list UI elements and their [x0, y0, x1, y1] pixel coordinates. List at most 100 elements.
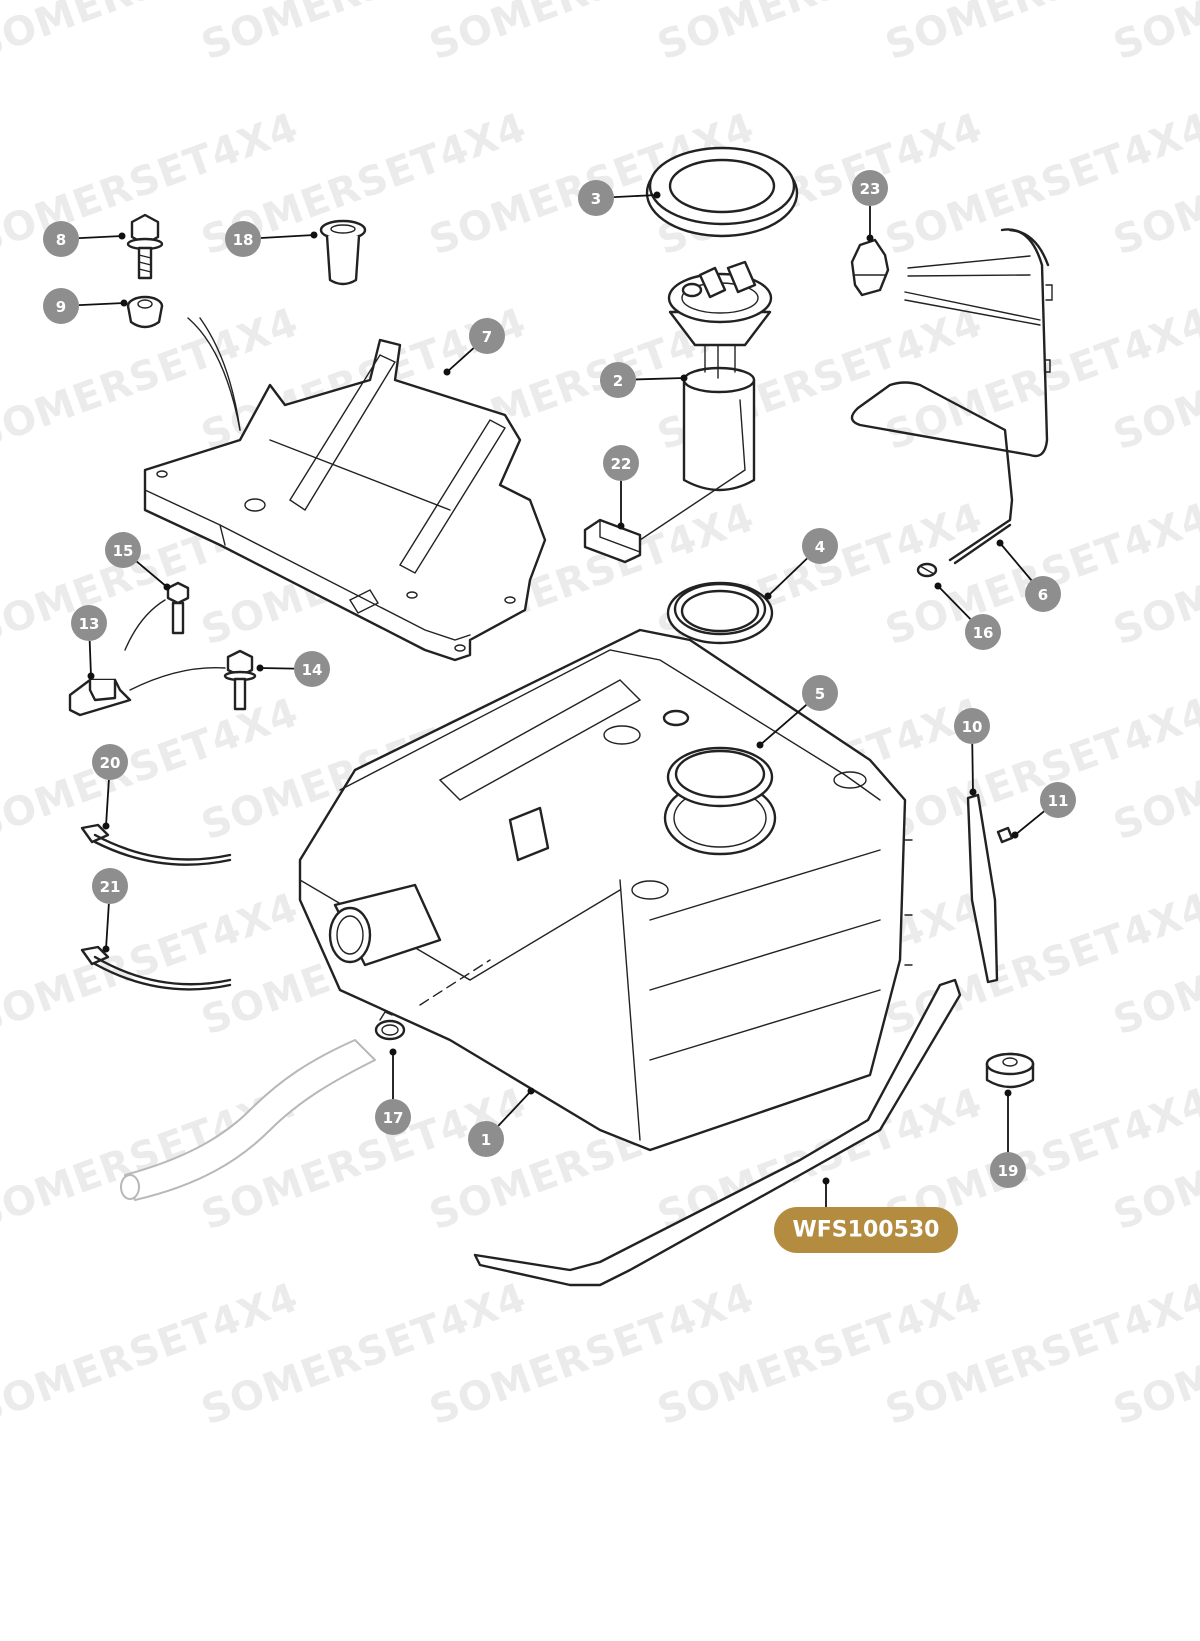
- callout-anchor-dot: [653, 191, 661, 199]
- cable-tie-20: [80, 823, 232, 866]
- callout-badge: [1025, 576, 1061, 612]
- callout-badge: [603, 445, 639, 481]
- callout-badge: [578, 180, 614, 216]
- bolt-14: [223, 649, 257, 711]
- cable-tie-21: [80, 945, 232, 991]
- callout-anchor-dot: [866, 234, 874, 242]
- callout-number: 7: [482, 328, 492, 346]
- callout-leader-line: [105, 779, 110, 827]
- callout-number: 2: [613, 372, 623, 390]
- callout-number: 14: [302, 661, 323, 679]
- sender-float-22: [583, 518, 642, 564]
- tank-strap-lower: [473, 978, 962, 1287]
- callout-leader-line: [259, 667, 295, 670]
- clip-11: [996, 826, 1014, 844]
- callout-5: 5: [756, 675, 838, 749]
- callout-badge: [375, 1099, 411, 1135]
- callout-2: 2: [600, 362, 688, 398]
- callout-9: 9: [43, 288, 128, 324]
- callout-23: 23: [852, 170, 888, 242]
- grommet-18: [319, 219, 367, 286]
- callout-11: 11: [1011, 782, 1076, 839]
- callout-7: 7: [443, 318, 505, 376]
- watermark-text: SOMERSET4X4: [1108, 0, 1200, 69]
- callout-number: 20: [100, 754, 121, 772]
- callout-number: 11: [1048, 792, 1069, 810]
- callout-number: 15: [113, 542, 134, 560]
- callout-anchor-dot: [310, 231, 318, 239]
- callout-1: 1: [468, 1087, 535, 1157]
- callout-14: 14: [256, 651, 330, 687]
- callout-badge: [92, 868, 128, 904]
- reference-code-text: WFS100530: [793, 1218, 940, 1243]
- callout-leader-line: [260, 234, 315, 239]
- callout-number: 5: [815, 685, 825, 703]
- nut-insert-9: [126, 295, 241, 431]
- vent-pipe-6: [850, 228, 1053, 565]
- callout-16: 16: [934, 582, 1001, 650]
- callout-anchor-dot: [1011, 831, 1019, 839]
- callout-number: 17: [383, 1109, 404, 1127]
- filler-hose-end: [120, 1174, 140, 1200]
- callout-anchor-dot: [764, 592, 772, 600]
- callout-19: 19: [990, 1089, 1026, 1188]
- callout-8: 8: [43, 221, 126, 257]
- callout-leader-line: [971, 743, 974, 793]
- callout-leader-line: [105, 903, 110, 950]
- callout-22: 22: [603, 445, 639, 530]
- callout-21: 21: [92, 868, 128, 953]
- hose-clip-16: [916, 562, 938, 578]
- callout-badge: [105, 532, 141, 568]
- callout-anchor-dot: [996, 539, 1004, 547]
- callout-number: 4: [815, 538, 825, 556]
- callout-anchor-dot: [256, 664, 264, 672]
- callout-badge: [71, 605, 107, 641]
- callout-anchor-dot: [756, 741, 764, 749]
- callout-number: 10: [962, 718, 983, 736]
- reference-code-badge: WFS100530: [774, 1177, 958, 1253]
- callout-number: 1: [481, 1131, 491, 1149]
- callout-leader-line: [1014, 810, 1045, 836]
- callout-badge: [92, 744, 128, 780]
- callout-leader-line: [635, 377, 685, 381]
- callout-leader-line: [497, 1090, 532, 1127]
- callout-anchor-dot: [527, 1087, 535, 1095]
- callout-13: 13: [71, 605, 107, 680]
- callout-number: 3: [591, 190, 601, 208]
- callout-number: 6: [1038, 586, 1048, 604]
- heat-shield: [143, 338, 547, 662]
- callout-leader-line: [88, 640, 92, 677]
- fuel-pump-2: [639, 260, 773, 541]
- callout-leader-line: [136, 560, 168, 588]
- callout-leader-line: [78, 302, 125, 307]
- callout-badge: [852, 170, 888, 206]
- callout-4: 4: [764, 528, 838, 600]
- filler-hose-ghost: [124, 1039, 376, 1201]
- callout-anchor-dot: [969, 788, 977, 796]
- callout-badge: [954, 708, 990, 744]
- callout-leader-line: [999, 542, 1033, 581]
- callout-badge: [1040, 782, 1076, 818]
- callout-anchor-dot: [389, 1048, 397, 1056]
- callout-badge: [294, 651, 330, 687]
- callout-badge: [225, 221, 261, 257]
- callout-badge: [802, 675, 838, 711]
- pump-locking-ring-3: [645, 146, 799, 238]
- callout-20: 20: [92, 744, 128, 830]
- callout-leader-line: [767, 557, 808, 597]
- callout-anchor-dot: [163, 583, 171, 591]
- callout-badge: [965, 614, 1001, 650]
- vent-valve-23: [850, 238, 1041, 326]
- callout-15: 15: [105, 532, 171, 591]
- callout-number: 13: [79, 615, 100, 633]
- pump-seal-4: [666, 581, 774, 645]
- callout-number: 18: [233, 231, 254, 249]
- callout-anchor-dot: [120, 299, 128, 307]
- callout-number: 19: [998, 1162, 1019, 1180]
- callout-anchor-dot: [102, 822, 110, 830]
- hose-clip-17: [374, 1011, 406, 1041]
- callout-number: 21: [100, 878, 121, 896]
- callout-leader-line: [613, 194, 658, 199]
